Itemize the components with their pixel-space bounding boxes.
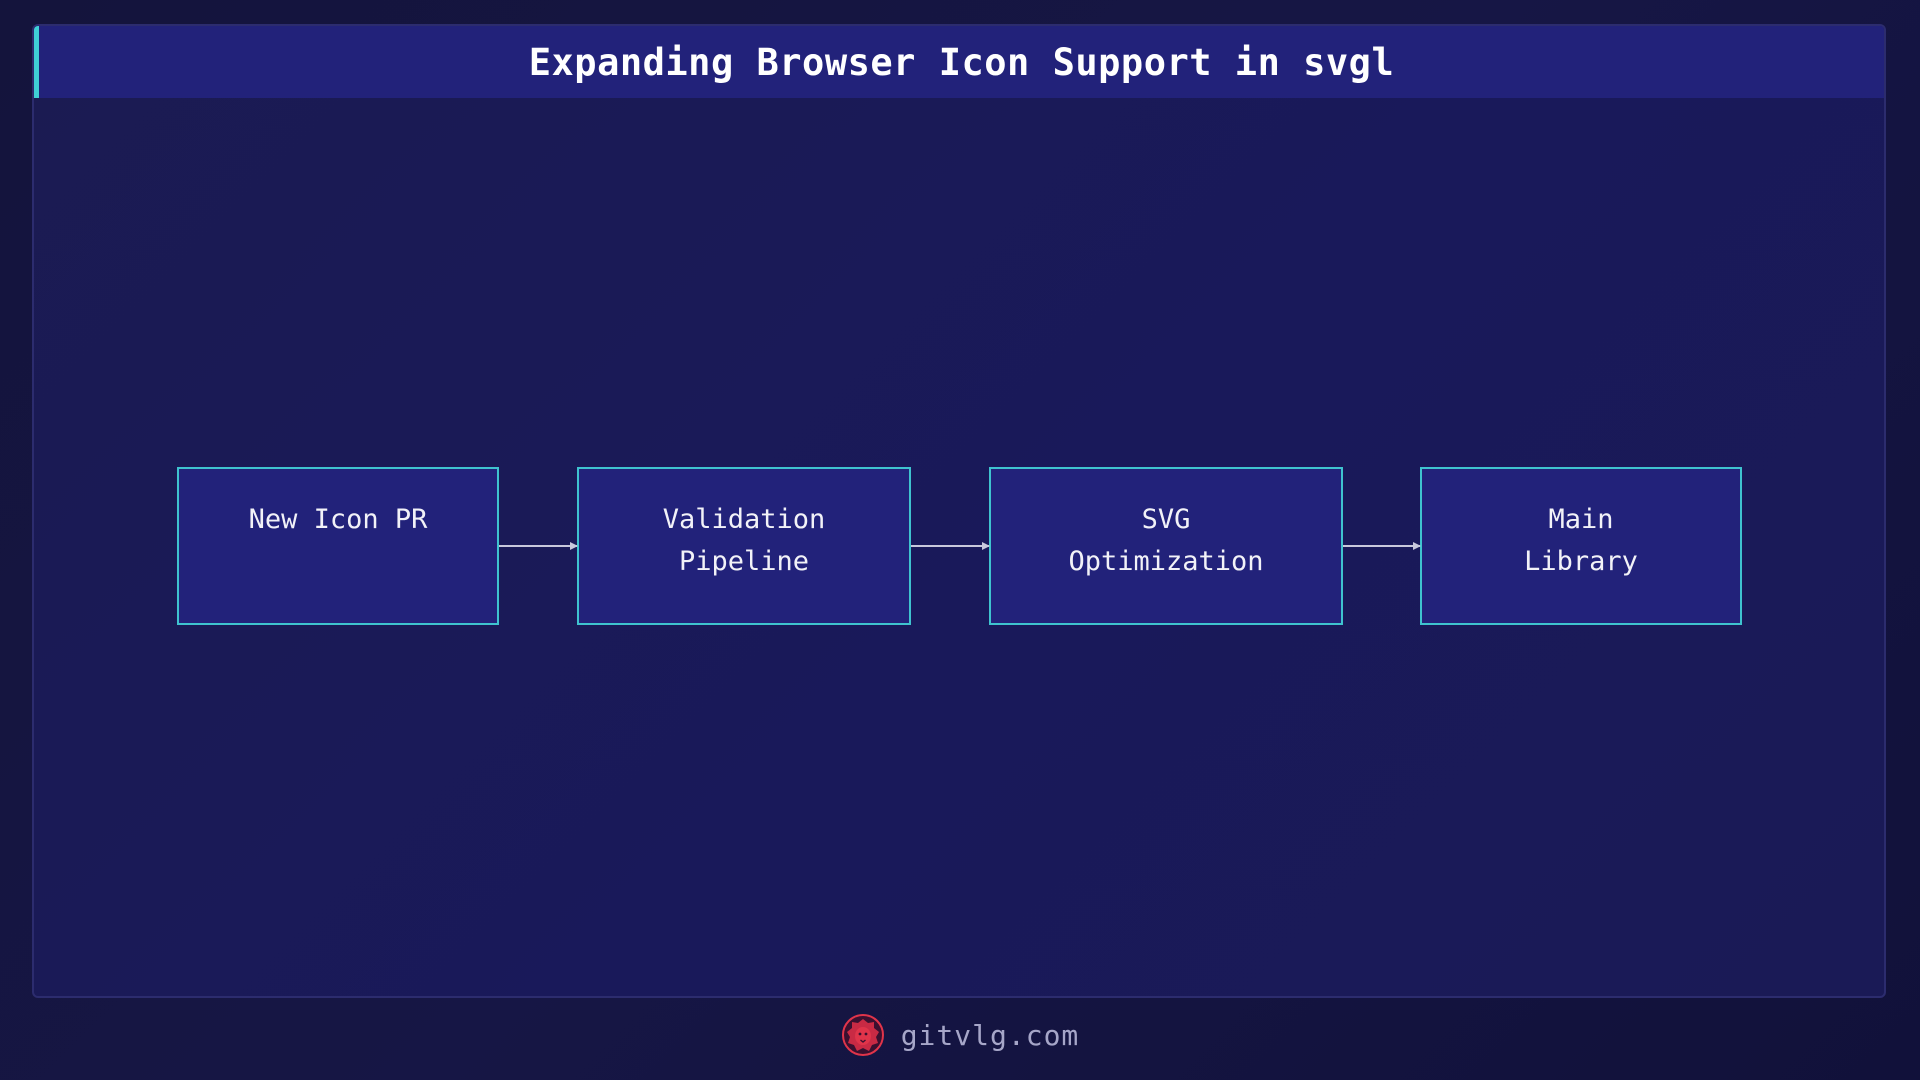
- page-title: Expanding Browser Icon Support in svgl: [528, 40, 1395, 84]
- footer: gitvlg.com: [0, 1010, 1920, 1060]
- node-main-library: Main Library: [1420, 467, 1742, 625]
- lion-logo-icon: [841, 1014, 884, 1056]
- node-new-icon-pr: New Icon PR: [177, 467, 499, 625]
- node-label: SVG Optimization: [1068, 504, 1264, 577]
- title-bar: Expanding Browser Icon Support in svgl: [34, 26, 1884, 98]
- footer-site-link[interactable]: gitvlg.com: [900, 1018, 1080, 1052]
- node-label: Validation Pipeline: [662, 504, 826, 577]
- node-validation-pipeline: Validation Pipeline: [577, 467, 911, 625]
- node-label: New Icon PR: [248, 504, 428, 535]
- node-svg-optimization: SVG Optimization: [989, 467, 1343, 625]
- node-label: Main Library: [1524, 504, 1638, 577]
